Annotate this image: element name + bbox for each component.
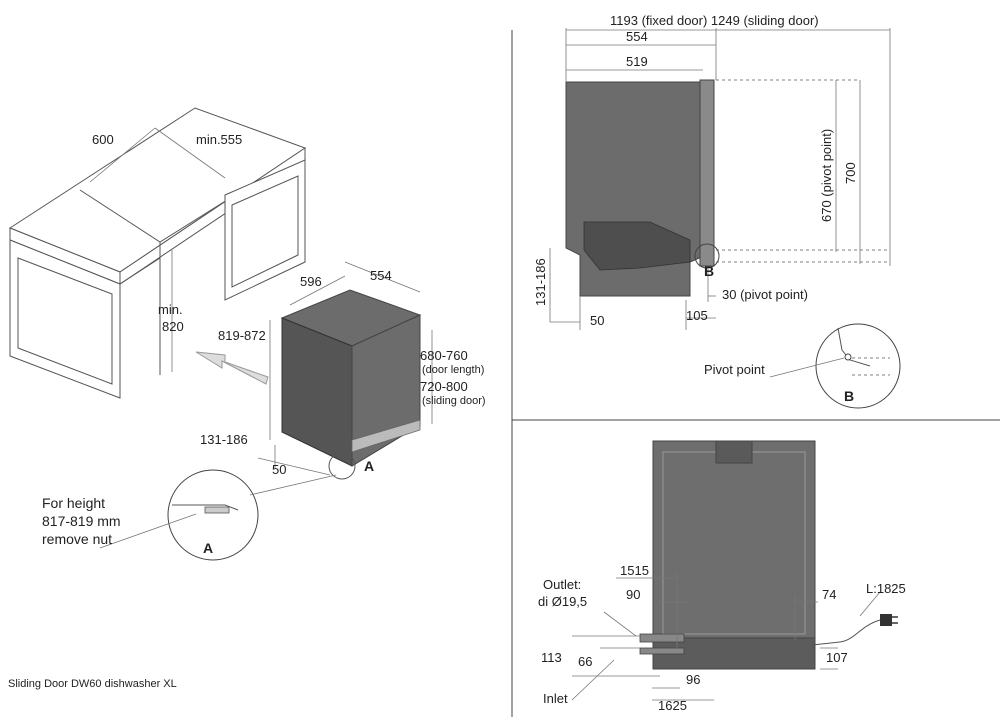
marker-b: B [704, 263, 714, 279]
dim-113: 113 [541, 650, 562, 665]
dim-offset-105: 105 [686, 308, 708, 323]
dishwasher-iso [280, 289, 422, 480]
dim-pivot-height: 670 (pivot point) [819, 129, 834, 222]
dim-90: 90 [626, 587, 640, 602]
detail-a-circle [99, 469, 337, 561]
detail-b-label: B [844, 388, 854, 404]
dim-cable-length: L:1825 [866, 581, 906, 596]
detail-b-circle [769, 323, 901, 409]
dim-sliding-door: 720-800 [420, 379, 468, 394]
panel-dividers [511, 30, 1000, 717]
dim-overall-length: 1193 (fixed door) 1249 (sliding door) [610, 13, 819, 28]
dim-unit-depth: 554 [370, 268, 392, 283]
side-view-drawing [549, 28, 891, 330]
dim-74: 74 [822, 587, 836, 602]
dim-107: 107 [826, 650, 848, 665]
dim-unit-height: 819-872 [218, 328, 266, 343]
dim-plinth: 131-186 [200, 432, 248, 447]
dim-pivot-offset: 30 (pivot point) [722, 287, 808, 302]
dim-plinth-side: 131-186 [533, 258, 548, 306]
dim-depth-554: 554 [626, 29, 648, 44]
iso-dimension-lines [257, 261, 433, 476]
dim-foot-side: 50 [590, 313, 604, 328]
dim-cabinet-height-line2: 820 [162, 319, 184, 334]
dim-sliding-door-note: (sliding door) [422, 395, 486, 407]
note-line2: 817-819 mm [42, 513, 121, 529]
front-view-drawing [571, 440, 898, 701]
detail-a-label: A [203, 540, 213, 556]
cabinet-drawing [8, 107, 307, 399]
caption: Sliding Door DW60 dishwasher XL [8, 678, 177, 690]
dim-1625: 1625 [658, 698, 687, 713]
outlet-line1: Outlet: [543, 577, 581, 592]
dim-foot: 50 [272, 462, 286, 477]
dim-cabinet-depth: min.555 [196, 132, 242, 147]
dim-depth-519: 519 [626, 54, 648, 69]
dim-cabinet-width: 600 [92, 132, 114, 147]
dim-height-700: 700 [843, 162, 858, 184]
dim-door-length: 680-760 [420, 348, 468, 363]
note-line3: remove nut [42, 531, 112, 547]
note-line1: For height [42, 495, 105, 511]
dim-unit-width: 596 [300, 274, 322, 289]
dim-door-length-note: (door length) [422, 364, 484, 376]
dim-1515: 1515 [620, 563, 649, 578]
dim-96: 96 [686, 672, 700, 687]
push-in-arrow [195, 351, 269, 385]
outlet-line2: di Ø19,5 [538, 594, 587, 609]
pivot-point-label: Pivot point [704, 362, 765, 377]
marker-a: A [364, 458, 374, 474]
dim-cabinet-height-line1: min. [158, 302, 183, 317]
dim-66: 66 [578, 654, 592, 669]
inlet-label: Inlet [543, 691, 568, 706]
